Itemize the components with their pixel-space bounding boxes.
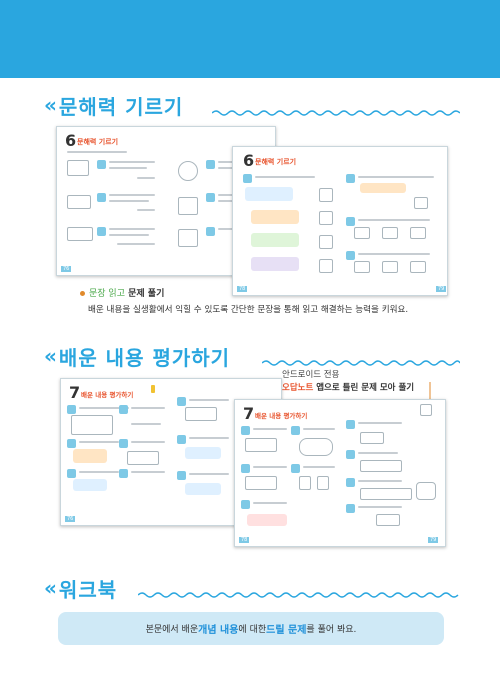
left-page: 6 문해력 기르기 76 (57, 127, 167, 275)
section-title-workbook: « 워크북 (44, 576, 118, 602)
wave-divider-icon (262, 360, 460, 366)
book-title: 문해력 기르기 (255, 158, 297, 166)
section-title-text: 워크북 (58, 577, 118, 602)
feature-label-literacy: 문장 읽고 문제 풀기 (80, 286, 164, 299)
qr-code-icon (420, 404, 432, 416)
app-callout: 안드로이드 전용 오답노트 앱으로 틀린 문제 모아 풀기 (282, 369, 414, 395)
right-page: 79 (340, 400, 445, 546)
chapter-number: 6 (65, 131, 77, 150)
book-title: 문해력 기르기 (77, 138, 119, 146)
section-title-text: 배운 내용 평가하기 (58, 345, 231, 370)
callout-line-2: 오답노트 앱으로 틀린 문제 모아 풀기 (282, 383, 415, 393)
section-title-evaluation: « 배운 내용 평가하기 (44, 344, 231, 370)
chapter-number: 6 (243, 151, 255, 170)
double-chevron-icon: « (44, 576, 57, 600)
double-chevron-icon: « (44, 93, 57, 117)
right-page: 79 (340, 147, 447, 295)
feature-description-literacy: 배운 내용을 실생활에서 익힐 수 있도록 간단한 문장을 통해 읽고 해결하는… (88, 305, 409, 315)
book-title: 배운 내용 평가하기 (81, 391, 134, 399)
chapter-number: 7 (243, 404, 255, 423)
callout-line-1: 안드로이드 전용 (282, 370, 340, 380)
double-chevron-icon: « (44, 344, 57, 368)
book-title: 배운 내용 평가하기 (255, 412, 308, 420)
top-banner (0, 0, 500, 78)
left-page: 7 배운 내용 평가하기 78 (235, 400, 341, 546)
left-page: 6 문해력 기르기 78 (233, 147, 341, 295)
bullet-dot-icon (80, 291, 85, 296)
wave-divider-icon (212, 110, 460, 116)
section-title-literacy: « 문해력 기르기 (44, 93, 184, 119)
chapter-number: 7 (69, 383, 81, 402)
wave-divider-icon (138, 592, 459, 598)
book-mockup-literacy-back: 6 문해력 기르기 78 79 (232, 146, 448, 296)
left-page: 7 배운 내용 평가하기 76 (61, 379, 172, 525)
book-mockup-evaluation-back: 7 배운 내용 평가하기 78 79 (234, 399, 446, 547)
section-title-text: 문해력 기르기 (58, 94, 184, 119)
